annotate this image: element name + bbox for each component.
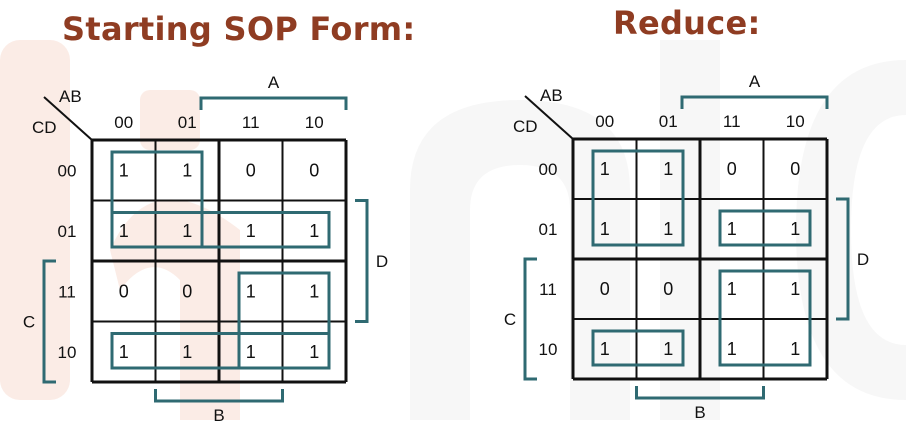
- bracket-a: [680, 95, 829, 109]
- bracket-a: [199, 96, 348, 110]
- group-loop: [591, 329, 685, 367]
- cell-value: 1: [727, 219, 737, 239]
- group-loop: [110, 211, 331, 249]
- cell-value: 1: [246, 281, 256, 301]
- cell-value: 0: [663, 279, 673, 299]
- corner-diagonal: [524, 95, 574, 140]
- cell-value: 1: [182, 160, 192, 180]
- cell-value: 0: [727, 159, 737, 179]
- group-loop: [718, 269, 812, 367]
- cell-value: 1: [182, 221, 192, 241]
- cell-value: 1: [727, 279, 737, 299]
- group-loop: [591, 149, 685, 247]
- row-variable-label: CD: [513, 117, 538, 136]
- row-header: 10: [539, 340, 558, 359]
- cell-value: 1: [600, 219, 610, 239]
- bracket-c: [42, 259, 56, 384]
- title-starting-sop: Starting SOP Form:: [62, 10, 416, 48]
- row-header: 11: [539, 280, 557, 299]
- title-reduce: Reduce:: [613, 4, 761, 42]
- col-header: 11: [723, 112, 741, 131]
- cell-value: 1: [309, 221, 319, 241]
- cell-value: 1: [246, 342, 256, 362]
- bracket-b: [154, 389, 284, 403]
- row-header: 01: [58, 222, 77, 241]
- bracket-c-label: C: [504, 310, 516, 329]
- cell-value: 1: [663, 159, 673, 179]
- bracket-b-label: B: [694, 403, 705, 422]
- cell-value: 1: [600, 339, 610, 359]
- bracket-c: [523, 257, 537, 381]
- cell-value: 1: [182, 342, 192, 362]
- cell-value: 1: [790, 219, 800, 239]
- cell-value: 1: [663, 339, 673, 359]
- bracket-a-label: A: [268, 73, 280, 92]
- row-header: 11: [58, 282, 76, 301]
- cell-value: 0: [600, 279, 610, 299]
- cell-value: 1: [119, 160, 129, 180]
- col-header: 01: [178, 113, 197, 132]
- bracket-d-label: D: [376, 252, 388, 271]
- col-header: 00: [595, 112, 614, 131]
- cell-value: 0: [246, 160, 256, 180]
- cell-value: 0: [182, 281, 192, 301]
- bracket-b: [635, 386, 765, 400]
- group-loop: [718, 209, 812, 247]
- bracket-a-label: A: [749, 72, 761, 91]
- col-header: 00: [114, 113, 133, 132]
- row-header: 10: [58, 343, 77, 362]
- corner-diagonal: [43, 96, 93, 141]
- group-loop: [110, 332, 331, 370]
- col-header: 10: [786, 112, 805, 131]
- row-header: 01: [539, 220, 558, 239]
- cell-value: 1: [790, 279, 800, 299]
- cell-value: 1: [790, 339, 800, 359]
- cell-value: 1: [600, 159, 610, 179]
- cell-value: 0: [119, 281, 129, 301]
- bracket-c-label: C: [23, 313, 35, 332]
- row-header: 00: [58, 161, 77, 180]
- cell-value: 1: [727, 339, 737, 359]
- bracket-b-label: B: [213, 406, 224, 422]
- cell-value: 1: [309, 281, 319, 301]
- cell-value: 1: [246, 221, 256, 241]
- col-header: 01: [659, 112, 678, 131]
- bracket-d: [836, 197, 850, 321]
- bracket-d: [355, 199, 369, 323]
- cell-value: 0: [790, 159, 800, 179]
- row-variable-label: CD: [32, 118, 57, 137]
- col-header: 11: [242, 113, 260, 132]
- cell-value: 1: [119, 342, 129, 362]
- col-variable-label: AB: [540, 86, 563, 105]
- cell-value: 1: [309, 342, 319, 362]
- cell-value: 0: [309, 160, 319, 180]
- bracket-d-label: D: [857, 250, 869, 269]
- cell-value: 1: [663, 219, 673, 239]
- row-header: 00: [539, 160, 558, 179]
- col-header: 10: [305, 113, 324, 132]
- cell-value: 1: [119, 221, 129, 241]
- col-variable-label: AB: [59, 87, 82, 106]
